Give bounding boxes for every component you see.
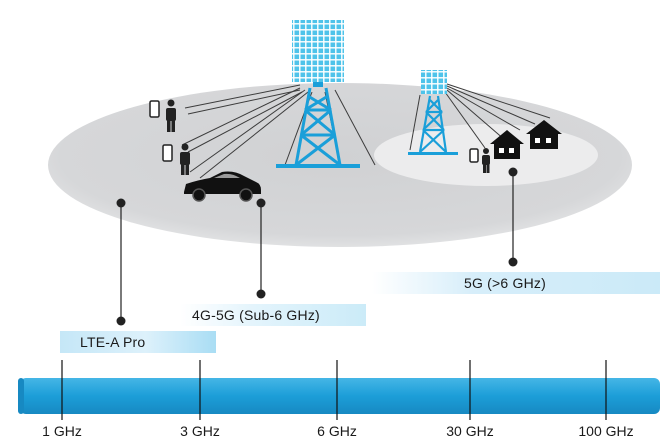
tick-label-100ghz: 100 GHz (578, 423, 634, 439)
small-cell-beams (409, 83, 551, 151)
spectrum-bar (20, 378, 660, 414)
leader-line-lte (116, 198, 126, 326)
house-icon (526, 120, 562, 149)
band-label-lte: LTE-A Pro (60, 331, 216, 353)
smartphone-icon (162, 144, 173, 162)
tick-label-30ghz: 30 GHz (446, 423, 494, 439)
smartphone-icon (469, 148, 479, 163)
person-icon (166, 99, 176, 132)
spectrum-axis (18, 360, 660, 420)
small-cell-tower-icon (408, 70, 458, 155)
leader-line-mmwave (508, 167, 518, 267)
car-icon (184, 171, 261, 202)
band-label-mmwave: 5G (>6 GHz) (372, 272, 660, 294)
tick-label-6ghz: 6 GHz (317, 423, 357, 439)
person-icon (180, 143, 190, 175)
band-label-sub6: 4G-5G (Sub-6 GHz) (180, 304, 366, 326)
smartphone-icon (149, 100, 160, 118)
leader-line-sub6 (256, 198, 266, 299)
tick-label-3ghz: 3 GHz (180, 423, 220, 439)
house-icon (490, 130, 524, 159)
macro-tower-icon (276, 20, 360, 168)
tick-label-1ghz: 1 GHz (42, 423, 82, 439)
person-icon (482, 148, 490, 173)
